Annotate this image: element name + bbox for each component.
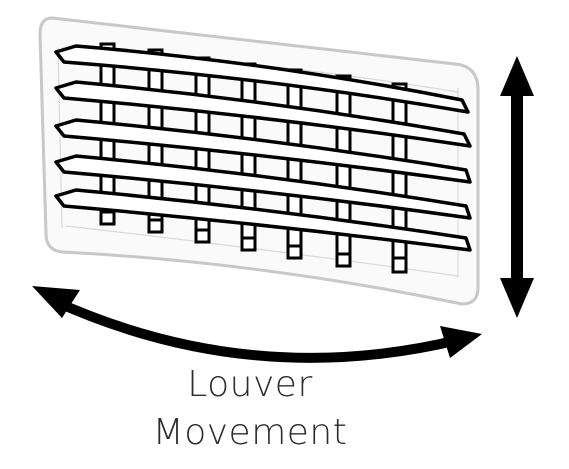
horizontal-curved-double-arrow-icon	[32, 286, 482, 363]
vertical-double-arrow-icon	[500, 56, 534, 318]
caption-line-2: Movement	[152, 412, 348, 453]
louver-blade-2	[54, 80, 472, 148]
louver-post-bottoms	[99, 210, 408, 274]
louver-blade-3	[54, 118, 472, 184]
caption-line-1: Louver	[187, 364, 313, 405]
louver-blade-4	[54, 154, 472, 220]
louver-blade-5	[54, 188, 472, 252]
louver-blade-1	[54, 44, 470, 114]
louver-blades	[54, 44, 472, 252]
